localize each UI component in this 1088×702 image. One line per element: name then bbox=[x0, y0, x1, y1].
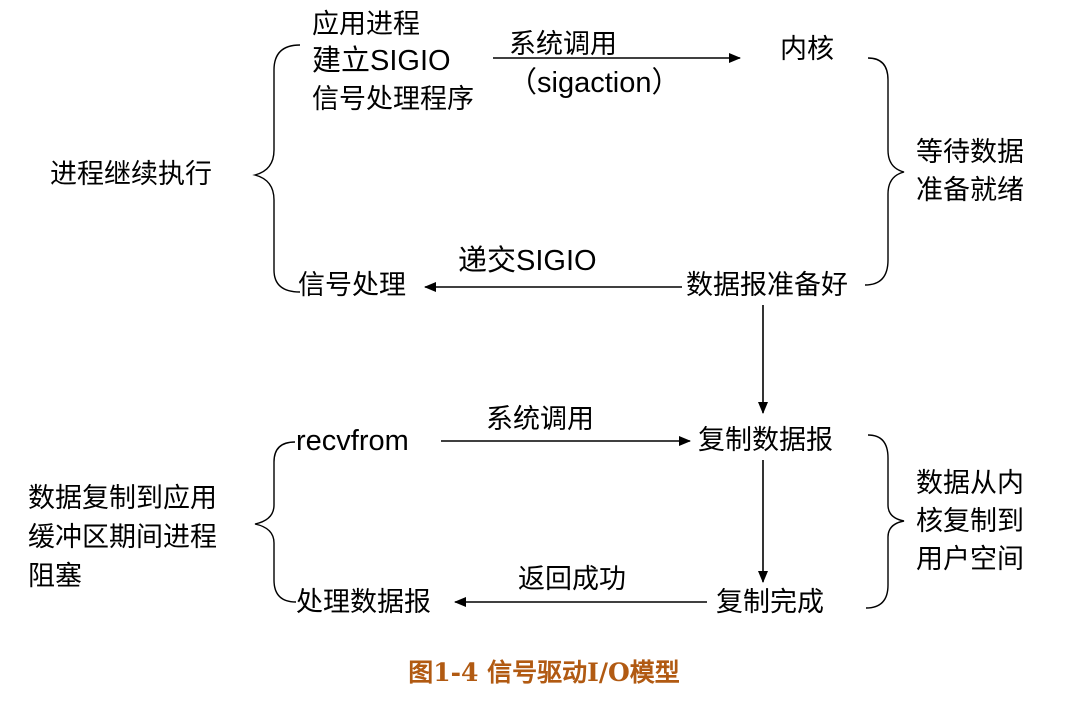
signal-handler-label: 信号处理 bbox=[298, 270, 406, 301]
figure-caption: 图1-4 信号驱动I/O模型 bbox=[408, 658, 680, 687]
left-brace-bottom-line-1: 数据复制到应用 bbox=[28, 483, 217, 514]
deliver-sigio-label: 递交SIGIO bbox=[458, 245, 597, 277]
process-datagram-label: 处理数据报 bbox=[296, 587, 431, 618]
app-process-line-1: 应用进程 bbox=[312, 9, 420, 40]
app-process-line-3: 信号处理程序 bbox=[312, 84, 474, 115]
brace-right-bottom bbox=[865, 434, 905, 609]
recvfrom-label: recvfrom bbox=[296, 425, 409, 457]
return-success-label: 返回成功 bbox=[518, 564, 626, 595]
right-brace-top-line-1: 等待数据 bbox=[916, 137, 1024, 168]
datagram-ready-label: 数据报准备好 bbox=[686, 270, 848, 301]
app-process-line-2: 建立SIGIO bbox=[312, 45, 451, 77]
brace-right-top bbox=[864, 57, 905, 286]
copy-datagram-label: 复制数据报 bbox=[698, 425, 833, 456]
right-brace-bottom-line-1: 数据从内 bbox=[916, 468, 1024, 499]
syscall-name: （sigaction） bbox=[508, 67, 681, 99]
syscall-label-top: 系统调用 bbox=[509, 29, 617, 60]
left-brace-bottom-line-3: 阻塞 bbox=[28, 561, 82, 592]
kernel-label: 内核 bbox=[780, 34, 834, 65]
brace-left-top bbox=[252, 44, 301, 293]
right-brace-top-line-2: 准备就绪 bbox=[916, 175, 1024, 206]
syscall-label-bottom: 系统调用 bbox=[486, 404, 594, 435]
right-brace-bottom-line-2: 核复制到 bbox=[916, 506, 1024, 537]
left-brace-bottom-line-2: 缓冲区期间进程 bbox=[28, 522, 217, 553]
right-brace-bottom-line-3: 用户空间 bbox=[916, 544, 1024, 575]
left-brace-label-top: 进程继续执行 bbox=[50, 159, 212, 190]
copy-done-label: 复制完成 bbox=[716, 587, 824, 618]
brace-left-bottom bbox=[254, 441, 297, 603]
